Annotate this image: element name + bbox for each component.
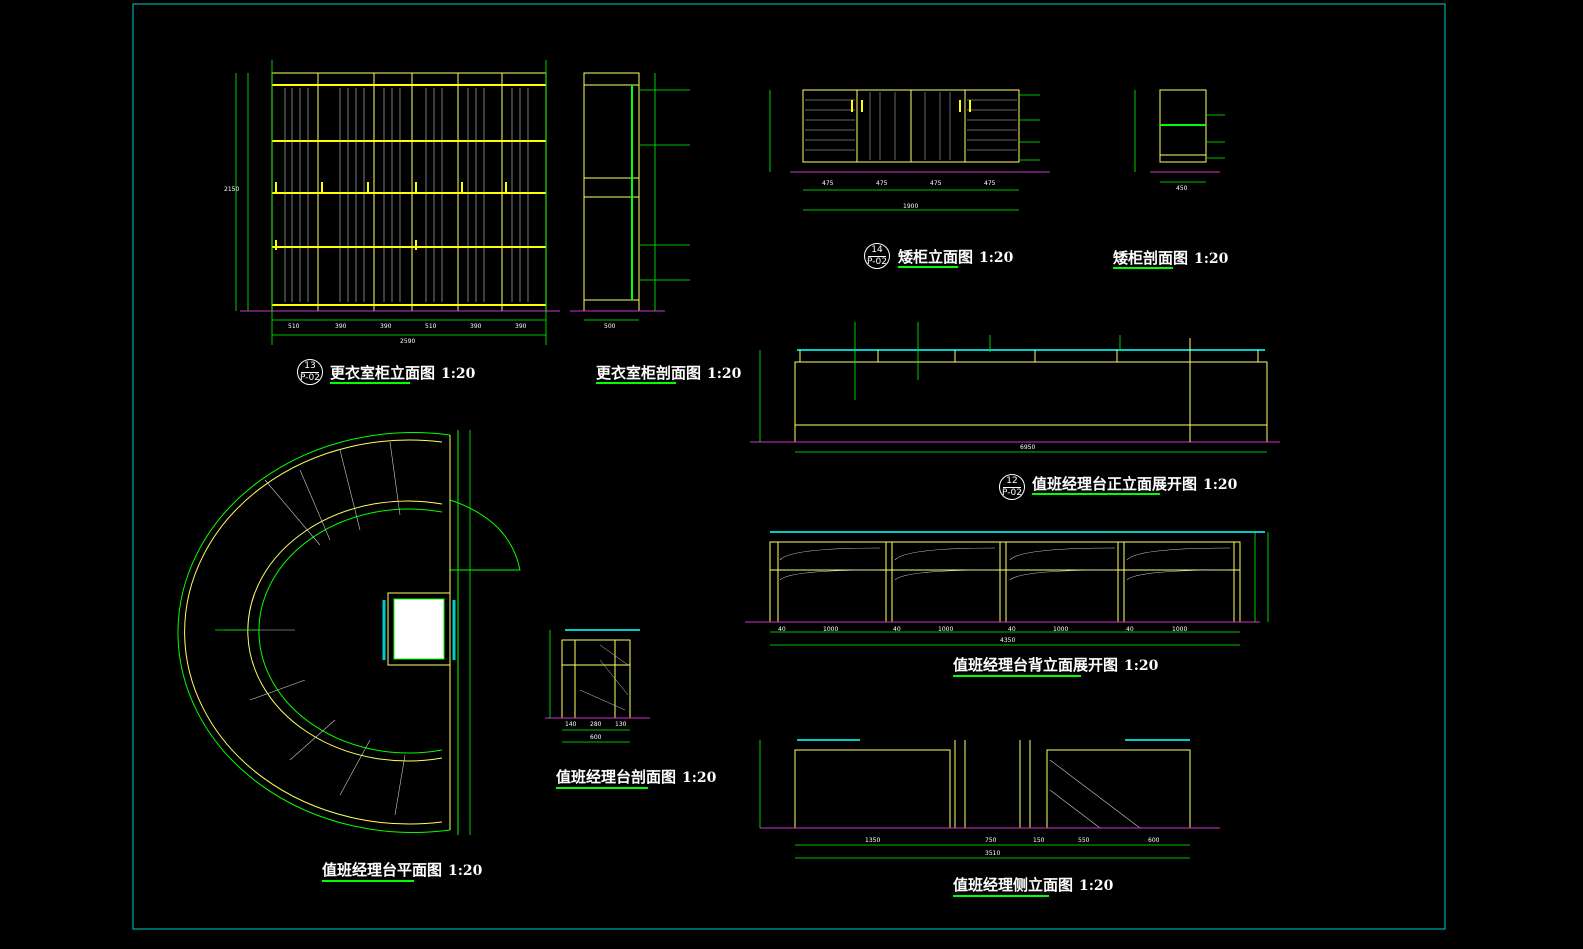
dim-label: 475 [930,180,942,187]
dim-label: 3510 [985,850,1001,857]
dim-label: 1000 [938,626,954,633]
low-cabinet-elevation-drawing [769,89,1050,211]
dim-label: 550 [1078,837,1090,844]
dim-label: 1000 [1172,626,1188,633]
dim-label: 390 [515,323,527,330]
title-underline [596,382,676,384]
dim-label: 390 [335,323,347,330]
desk-side-drawing [759,739,1220,859]
dim-label: 510 [288,323,300,330]
dim-label: 510 [425,323,437,330]
title-underline [1032,493,1160,495]
dim-label: 40 [778,626,786,633]
dim-label: 2150 [224,186,240,193]
desk-back-unfold-drawing [745,531,1269,646]
title-underline [953,675,1081,677]
low-cabinet-section-drawing [1134,89,1225,183]
dim-label: 130 [615,721,627,728]
title-underline [953,895,1049,897]
dim-label: 500 [604,323,616,330]
dim-label: 1000 [1053,626,1069,633]
dim-label: 2590 [400,338,416,345]
dim-label: 390 [470,323,482,330]
dim-label: 1900 [903,203,919,210]
dim-label: 40 [1126,626,1134,633]
dim-label: 4350 [1000,637,1016,644]
sheet-border [132,3,1446,930]
title-underline [898,266,958,268]
desk-front-unfold-drawing [750,322,1280,453]
desk-section-drawing [545,629,650,743]
dim-label: 750 [985,837,997,844]
title-underline [556,787,648,789]
locker-elevation-drawing [235,60,560,345]
dim-label: 475 [984,180,996,187]
dim-label: 475 [876,180,888,187]
dim-label: 6950 [1020,444,1036,451]
dim-label: 40 [893,626,901,633]
locker-section-drawing [570,72,690,321]
title-underline [1113,267,1173,269]
dim-label: 390 [380,323,392,330]
dim-label: 140 [565,721,577,728]
title-underline [322,880,414,882]
dim-label: 40 [1008,626,1016,633]
dim-label: 475 [822,180,834,187]
dim-label: 600 [590,734,602,741]
dim-label: 1350 [865,837,881,844]
dim-label: 450 [1176,185,1188,192]
dim-label: 150 [1033,837,1045,844]
desk-plan-drawing [177,430,521,835]
dim-label: 1000 [823,626,839,633]
title-underline [330,382,410,384]
dim-label: 280 [590,721,602,728]
dim-label: 600 [1148,837,1160,844]
